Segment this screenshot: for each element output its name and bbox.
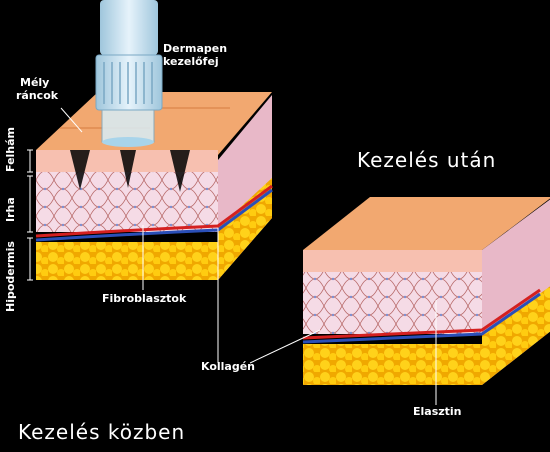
pointer-lines bbox=[60, 107, 437, 405]
artery bbox=[302, 288, 541, 340]
dermapen-label: Dermapen bbox=[163, 42, 228, 55]
felham-label: Felhám bbox=[4, 126, 17, 172]
mely-label: Mély bbox=[20, 76, 50, 89]
skin-block-after bbox=[302, 197, 550, 385]
vein bbox=[35, 188, 273, 242]
layer-brackets bbox=[27, 149, 33, 281]
artery bbox=[35, 184, 273, 238]
dermis-layer bbox=[303, 272, 482, 334]
fat-layer bbox=[303, 344, 482, 385]
rancok-label: ráncok bbox=[16, 89, 59, 102]
dermapen-device bbox=[95, 0, 163, 147]
irha-label: Irha bbox=[4, 197, 17, 222]
elasztin-label: Elasztin bbox=[413, 405, 462, 418]
skin-surface bbox=[303, 197, 550, 250]
fibroblasztok-label: Fibroblasztok bbox=[102, 292, 187, 305]
epidermis-layer bbox=[303, 250, 482, 272]
wrinkle-channels bbox=[70, 150, 190, 192]
hipodermis-label: Hipodermis bbox=[4, 241, 17, 312]
during-treatment-title: Kezelés közben bbox=[18, 420, 186, 444]
after-treatment-title: Kezelés után bbox=[357, 148, 497, 172]
kollagen-label: Kollagén bbox=[201, 360, 256, 373]
dermapen-head-label: kezelőfej bbox=[163, 55, 219, 68]
fat-layer bbox=[36, 242, 218, 280]
vein bbox=[302, 292, 541, 344]
